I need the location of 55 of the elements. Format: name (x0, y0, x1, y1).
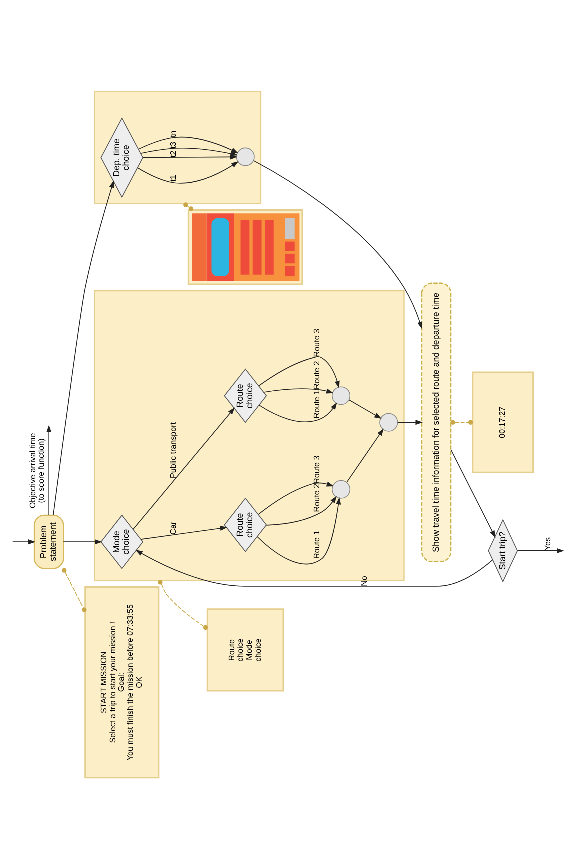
connector (184, 202, 194, 212)
arrow (53, 180, 114, 516)
node-circle (380, 413, 398, 432)
node-diamond: Dep. time choice (100, 117, 144, 198)
node-diamond: Route choice (224, 368, 268, 424)
arrow (398, 420, 423, 426)
arrow (258, 356, 340, 388)
arrow (517, 548, 564, 554)
node-box: Show travel time information for selected route and departure time (421, 282, 452, 562)
arrow (12, 540, 36, 545)
arrow (138, 136, 239, 154)
node-box: 00:17:27 (472, 372, 534, 474)
arrow (63, 540, 102, 545)
node-circle (236, 148, 255, 166)
arrow (140, 148, 238, 156)
edge-label: Route 2 (312, 361, 322, 390)
edge-label: No (360, 576, 370, 586)
edge-label: Route 3 (312, 456, 322, 484)
node-circle (332, 480, 351, 499)
node-box: Route choice Mode choice (206, 608, 284, 692)
edge-label: tn (168, 130, 178, 138)
edge-label: Objective arrival time (to score function) (28, 433, 46, 509)
connector (158, 580, 208, 630)
arrow (140, 526, 228, 540)
arrow (258, 482, 334, 516)
edge-label: Car (168, 522, 178, 535)
edge-label: Route 3 (312, 328, 322, 358)
edge-label: Route 2 (312, 484, 322, 512)
arrow (257, 497, 342, 565)
edge-label: t1 (168, 175, 178, 182)
connector (450, 420, 474, 425)
edge-label: Yes (543, 538, 552, 551)
arrow (348, 400, 382, 420)
arrow (253, 160, 422, 330)
edge-label: Public transport (168, 422, 178, 478)
node-circle (332, 386, 351, 406)
arrow (136, 550, 494, 587)
arrow (346, 428, 384, 483)
edge-label: t2 (168, 150, 178, 158)
arrow (266, 496, 337, 526)
node-box: Problem statement (34, 514, 64, 570)
cluster (94, 91, 262, 204)
arrow (132, 408, 236, 530)
node-picture (188, 210, 304, 286)
arrow (46, 425, 52, 516)
edge-label: t3 (168, 142, 178, 149)
node-box: START MISSION Select a trip to start your mission ! Goal: You must finish the mission before 07:33:55 OK (84, 586, 160, 779)
node-diamond: Route choice (224, 498, 268, 552)
edge-label: Route 1 (312, 390, 322, 419)
edge-label: Route 1 (312, 530, 322, 560)
arrow (137, 162, 239, 184)
arrow (259, 402, 338, 423)
arrow (450, 449, 496, 538)
arrow (264, 388, 334, 394)
connector (62, 568, 87, 612)
